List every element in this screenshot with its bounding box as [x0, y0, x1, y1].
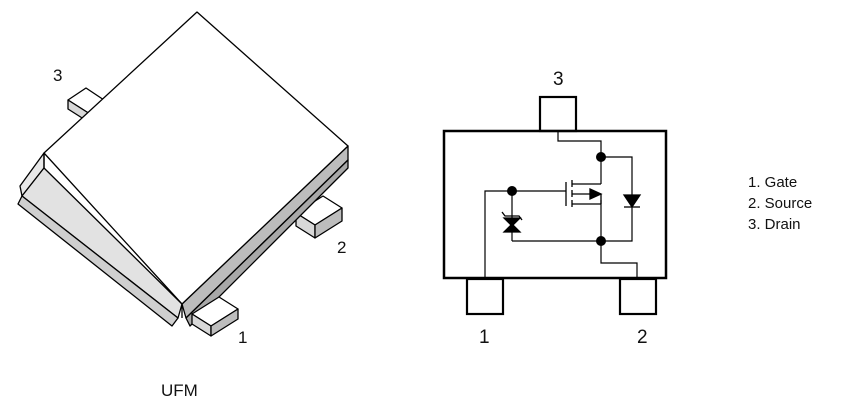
package-body-bottom-face	[17, 195, 179, 327]
package-pin-2	[295, 195, 343, 239]
legend-item-source: 2. Source	[748, 195, 813, 212]
schematic-pin-1	[465, 277, 505, 316]
schematic-pin-2-label: 2	[637, 327, 648, 348]
schematic-pin-3-label: 3	[553, 69, 564, 90]
pin-legend: 1. Gate 2. Source 3. Drain	[748, 172, 812, 235]
package-pin-2-label: 2	[337, 238, 346, 257]
package-body-top-face	[43, 11, 349, 305]
body-diode-symbol	[622, 194, 642, 209]
package-pin-1-label: 1	[238, 328, 247, 347]
schematic	[442, 95, 668, 316]
package-caption: UFM	[161, 381, 198, 400]
schematic-pin-2	[618, 277, 658, 316]
package-body-right-skirt	[185, 159, 349, 327]
junction-dots	[507, 152, 606, 246]
package-pin-3-label: 3	[53, 66, 62, 85]
schematic-pin-3	[538, 95, 578, 133]
mosfet-symbol	[565, 180, 603, 207]
zener-diode-symbol	[501, 211, 523, 233]
schematic-pin-1-label: 1	[479, 327, 490, 348]
package-pin-1	[191, 296, 239, 337]
legend-item-gate: 1. Gate	[748, 174, 798, 191]
schematic-wiring	[484, 131, 638, 279]
legend-item-drain: 3. Drain	[748, 216, 801, 233]
package-3d-drawing	[17, 11, 349, 337]
